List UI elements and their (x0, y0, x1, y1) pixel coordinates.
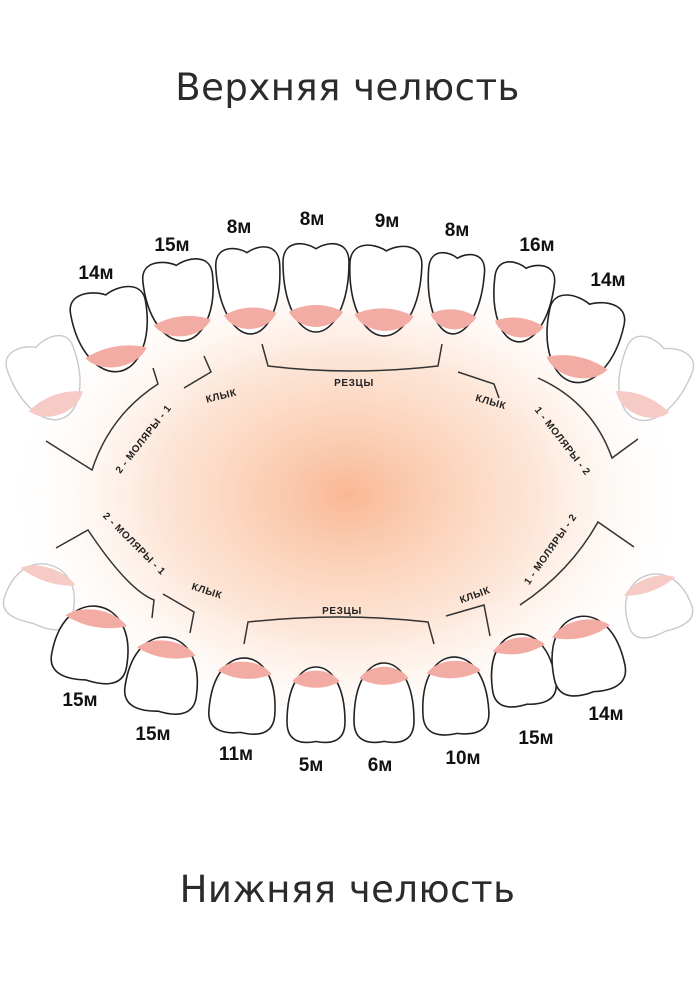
age-upper-3: 8м (227, 217, 252, 238)
lower-tooth-1 (50, 605, 129, 685)
age-lower-8: 14м (588, 704, 623, 725)
lower-tooth-2-gum (137, 640, 196, 659)
age-upper-2: 15м (154, 235, 189, 256)
upper-tooth-6 (427, 251, 486, 335)
upper-tooth-1-gum (85, 345, 147, 368)
lower-tooth-4-gum (292, 670, 340, 688)
upper-jaw-title: Верхняя челюсть (175, 66, 520, 109)
lower-tooth-5-crown (353, 662, 415, 744)
age-lower-5: 6м (368, 755, 393, 776)
bracket-lower-canine-left (162, 593, 195, 634)
lower-tooth-1-gum (65, 609, 127, 629)
mouth-glow (2, 245, 692, 745)
label-lower-incisors: РЕЗЦЫ (322, 606, 362, 617)
bracket-upper-canine-right (457, 371, 500, 399)
bracket-lower-incisors (243, 616, 435, 645)
age-labels: 14м 15м 8м 8м 9м 8м 16м 14м 15м 15м 11м … (62, 209, 625, 776)
bracket-upper-molars-right (537, 377, 639, 460)
upper-teeth (69, 242, 626, 384)
age-lower-6: 10м (445, 748, 480, 769)
faded-lower-molar-2-gum (624, 575, 676, 596)
lower-tooth-4 (286, 666, 346, 744)
bracket-lower-molars-right (519, 520, 635, 606)
upper-tooth-8-gum (546, 355, 608, 379)
age-upper-5: 9м (375, 211, 400, 232)
upper-tooth-6-gum (430, 309, 477, 330)
age-lower-4: 5м (299, 755, 324, 776)
lower-tooth-4-crown (286, 666, 346, 744)
bracket-upper-incisors (261, 343, 443, 372)
upper-tooth-3 (214, 246, 281, 335)
faded-upper-molar-1 (5, 334, 83, 421)
faded-molars (2, 334, 695, 639)
bracket-upper-canine-left (183, 355, 212, 389)
brackets (45, 343, 639, 645)
lower-tooth-6-gum (426, 660, 481, 679)
bracket-lower-canine-right (445, 604, 491, 637)
upper-tooth-4-gum (288, 305, 344, 327)
upper-tooth-7-gum (494, 317, 544, 338)
lower-tooth-2 (124, 636, 199, 715)
upper-tooth-5-gum (354, 308, 414, 331)
age-lower-3: 11м (219, 744, 253, 765)
faded-lower-molar-2 (624, 573, 694, 639)
upper-tooth-2 (142, 258, 214, 342)
upper-tooth-2-gum (153, 315, 211, 337)
upper-tooth-8 (546, 294, 626, 384)
upper-tooth-5 (349, 244, 423, 337)
label-upper-incisors: РЕЗЦЫ (334, 378, 374, 389)
lower-teeth (50, 605, 627, 744)
faded-upper-molar-2 (615, 335, 695, 422)
faded-upper-molar-1-gum (28, 391, 83, 417)
age-upper-4: 8м (300, 209, 325, 230)
faded-lower-molar-1-gum (20, 565, 76, 586)
upper-tooth-4 (282, 242, 350, 333)
bracket-upper-molars-left (45, 367, 159, 472)
bracket-lower-molars-left (55, 529, 155, 619)
upper-tooth-1 (69, 285, 148, 373)
faded-upper-molar-2-gum (615, 391, 670, 418)
faded-lower-molar-1 (2, 563, 76, 631)
lower-tooth-3 (208, 657, 276, 735)
age-upper-1: 14м (78, 263, 113, 284)
upper-tooth-3-gum (224, 307, 277, 329)
age-upper-6: 8м (445, 220, 470, 241)
age-upper-7: 16м (519, 235, 554, 256)
lower-tooth-6 (422, 656, 490, 736)
age-lower-7: 15м (518, 728, 553, 749)
lower-tooth-5-gum (359, 666, 409, 685)
age-upper-8: 14м (590, 270, 625, 291)
upper-tooth-7 (493, 261, 556, 343)
lower-jaw-title: Нижняя челюсть (179, 868, 516, 911)
lower-tooth-8-gum (552, 619, 610, 640)
age-lower-2: 15м (135, 724, 170, 745)
age-lower-1: 15м (62, 690, 97, 711)
lower-tooth-3-gum (217, 661, 272, 679)
lower-tooth-7-gum (492, 637, 545, 655)
lower-tooth-8 (551, 615, 627, 697)
lower-tooth-5 (353, 662, 415, 744)
